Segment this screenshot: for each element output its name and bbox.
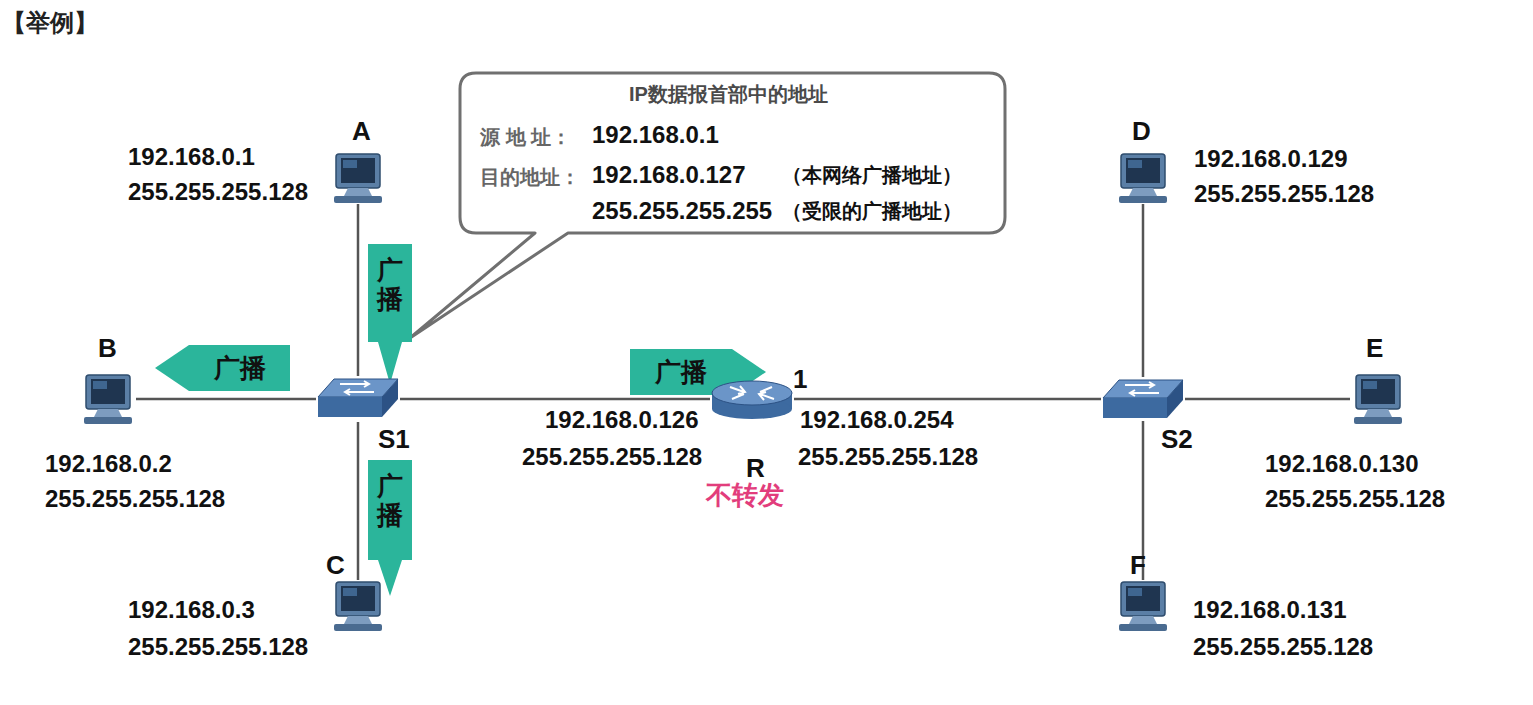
host-computer: B192.168.0.2255.255.255.128 <box>80 373 136 425</box>
network-link <box>794 399 1101 400</box>
device-name: B <box>98 333 117 363</box>
interface-mask: 255.255.255.128 <box>522 443 702 471</box>
ip-address: 255.255.255.128 <box>128 633 308 661</box>
field-name: 目的地址： <box>480 163 580 191</box>
ip-address: 192.168.0.2 <box>45 450 172 478</box>
ip-address: 255.255.255.128 <box>128 178 308 206</box>
ip-address: 255.255.255.128 <box>45 485 225 513</box>
broadcast-arrow: 广播 <box>368 244 412 386</box>
arrow-label: 广播 <box>377 472 403 529</box>
address-note: （本网络广播地址） <box>782 161 962 189</box>
link-line <box>1142 204 1145 377</box>
router-icon: R <box>710 377 794 421</box>
device-name: A <box>352 116 371 146</box>
device-name: S1 <box>378 424 410 454</box>
switch-icon-graphic <box>316 376 400 422</box>
field-value: 192.168.0.127 <box>592 161 745 189</box>
network-link <box>400 399 710 400</box>
host-computer-graphic <box>1350 373 1406 425</box>
ip-address: 255.255.255.128 <box>1265 485 1445 513</box>
link-line <box>400 398 710 401</box>
callout-bubble <box>410 73 1005 338</box>
field-name: 源 地 址： <box>480 123 571 151</box>
switch-icon: S1 <box>316 376 400 422</box>
interface-number: 1 <box>793 364 807 394</box>
network-link <box>136 399 316 400</box>
host-computer: F192.168.0.131255.255.255.128 <box>1115 580 1171 632</box>
ip-address: 192.168.0.129 <box>1194 145 1347 173</box>
device-name: S2 <box>1161 424 1193 454</box>
callout-box: IP数据报首部中的地址源 地 址： 192.168.0.1 目的地址： 192.168… <box>460 73 1005 233</box>
field-value: 192.168.0.1 <box>592 121 719 149</box>
callout-heading: IP数据报首部中的地址 <box>460 81 997 107</box>
arrow-label: 广播 <box>377 256 403 313</box>
host-computer: C192.168.0.3255.255.255.128 <box>330 580 386 632</box>
ip-address: 255.255.255.128 <box>1193 633 1373 661</box>
link-line <box>136 398 316 401</box>
router-icon-graphic <box>710 377 794 421</box>
host-computer-graphic <box>1115 580 1171 632</box>
ip-address: 192.168.0.3 <box>128 596 255 624</box>
link-line <box>1185 398 1350 401</box>
device-name: D <box>1132 116 1151 146</box>
ip-address: 192.168.0.1 <box>128 143 255 171</box>
network-link <box>1143 204 1144 377</box>
device-name: R <box>746 453 765 483</box>
link-line <box>357 422 360 580</box>
device-name: F <box>1130 550 1146 580</box>
arrow-label: 广播 <box>189 345 290 391</box>
ip-address: 192.168.0.130 <box>1265 450 1418 478</box>
ip-address: 255.255.255.128 <box>1194 180 1374 208</box>
host-computer: A192.168.0.1255.255.255.128 <box>330 152 386 204</box>
interface-address: 192.168.0.126 <box>545 406 698 434</box>
address-note: （受限的广播地址） <box>782 197 962 225</box>
host-computer-graphic <box>1115 152 1171 204</box>
router-note: 不转发 <box>706 480 784 510</box>
network-link <box>1185 399 1350 400</box>
interface-address: 192.168.0.254 <box>800 406 953 434</box>
broadcast-arrow: 广播 <box>368 460 412 598</box>
interface-mask: 255.255.255.128 <box>798 443 978 471</box>
field-value: 255.255.255.255 <box>592 197 772 225</box>
device-name: E <box>1366 333 1383 363</box>
host-computer: E192.168.0.130255.255.255.128 <box>1350 373 1406 425</box>
link-line <box>357 204 360 376</box>
host-computer-graphic <box>80 373 136 425</box>
broadcast-arrow: 广播 <box>155 345 290 391</box>
link-line <box>794 398 1101 401</box>
host-computer-graphic <box>330 152 386 204</box>
device-name: C <box>326 550 345 580</box>
network-link <box>358 422 359 580</box>
host-computer-graphic <box>330 580 386 632</box>
switch-icon: S2 <box>1101 377 1185 421</box>
switch-icon-graphic <box>1101 377 1185 421</box>
host-computer: D192.168.0.129255.255.255.128 <box>1115 152 1171 204</box>
network-link <box>358 204 359 376</box>
diagram-title: 【举例】 <box>2 8 98 38</box>
ip-address: 192.168.0.131 <box>1193 596 1346 624</box>
